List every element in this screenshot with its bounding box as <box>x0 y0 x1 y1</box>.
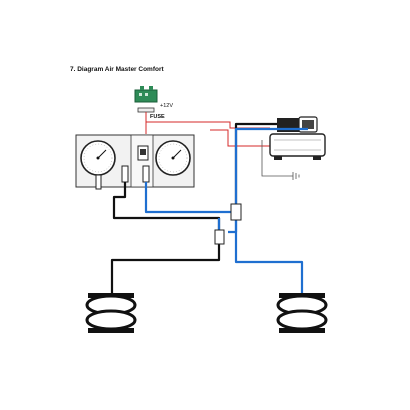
pressure-gauge-icon <box>155 140 191 176</box>
relay-icon <box>134 86 158 103</box>
switch-icon <box>137 145 149 161</box>
air-bag-icon <box>276 293 328 333</box>
tee-fitting-icon <box>214 203 242 245</box>
ground-icon <box>261 140 300 180</box>
page-title: 7. Diagram Air Master Comfort <box>70 66 164 73</box>
fuse-label: FUSE <box>150 114 165 120</box>
compressor-icon <box>269 116 326 160</box>
air-line-blue <box>144 127 308 293</box>
fuse-icon <box>137 107 155 121</box>
air-bag-icon <box>85 293 137 333</box>
power-label: +12V <box>160 103 173 109</box>
pressure-gauge-icon <box>80 140 116 176</box>
